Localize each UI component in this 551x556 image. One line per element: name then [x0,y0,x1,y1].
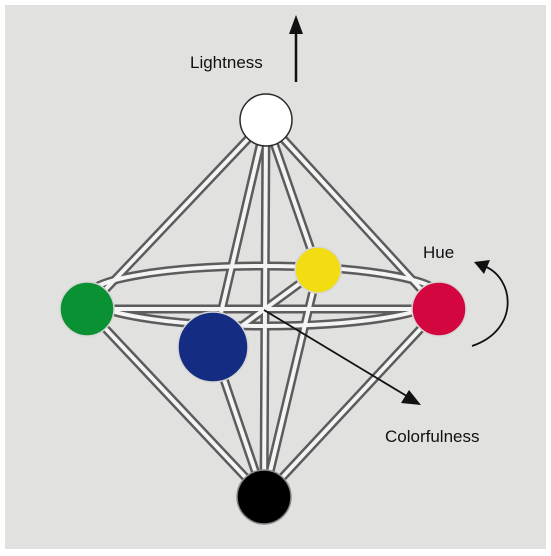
red-node [411,281,467,337]
lightness-label: Lightness [190,53,263,72]
green-node [59,281,115,337]
hue-label: Hue [423,243,454,262]
hue-arrow [471,260,509,347]
colorfulness-label: Colorfulness [385,427,480,446]
yellow-node [294,246,342,294]
white-node [239,93,293,147]
lightness-arrow [289,15,303,82]
colorfulness-arrow [263,309,421,405]
black-node [236,469,292,525]
blue-node [177,311,249,383]
